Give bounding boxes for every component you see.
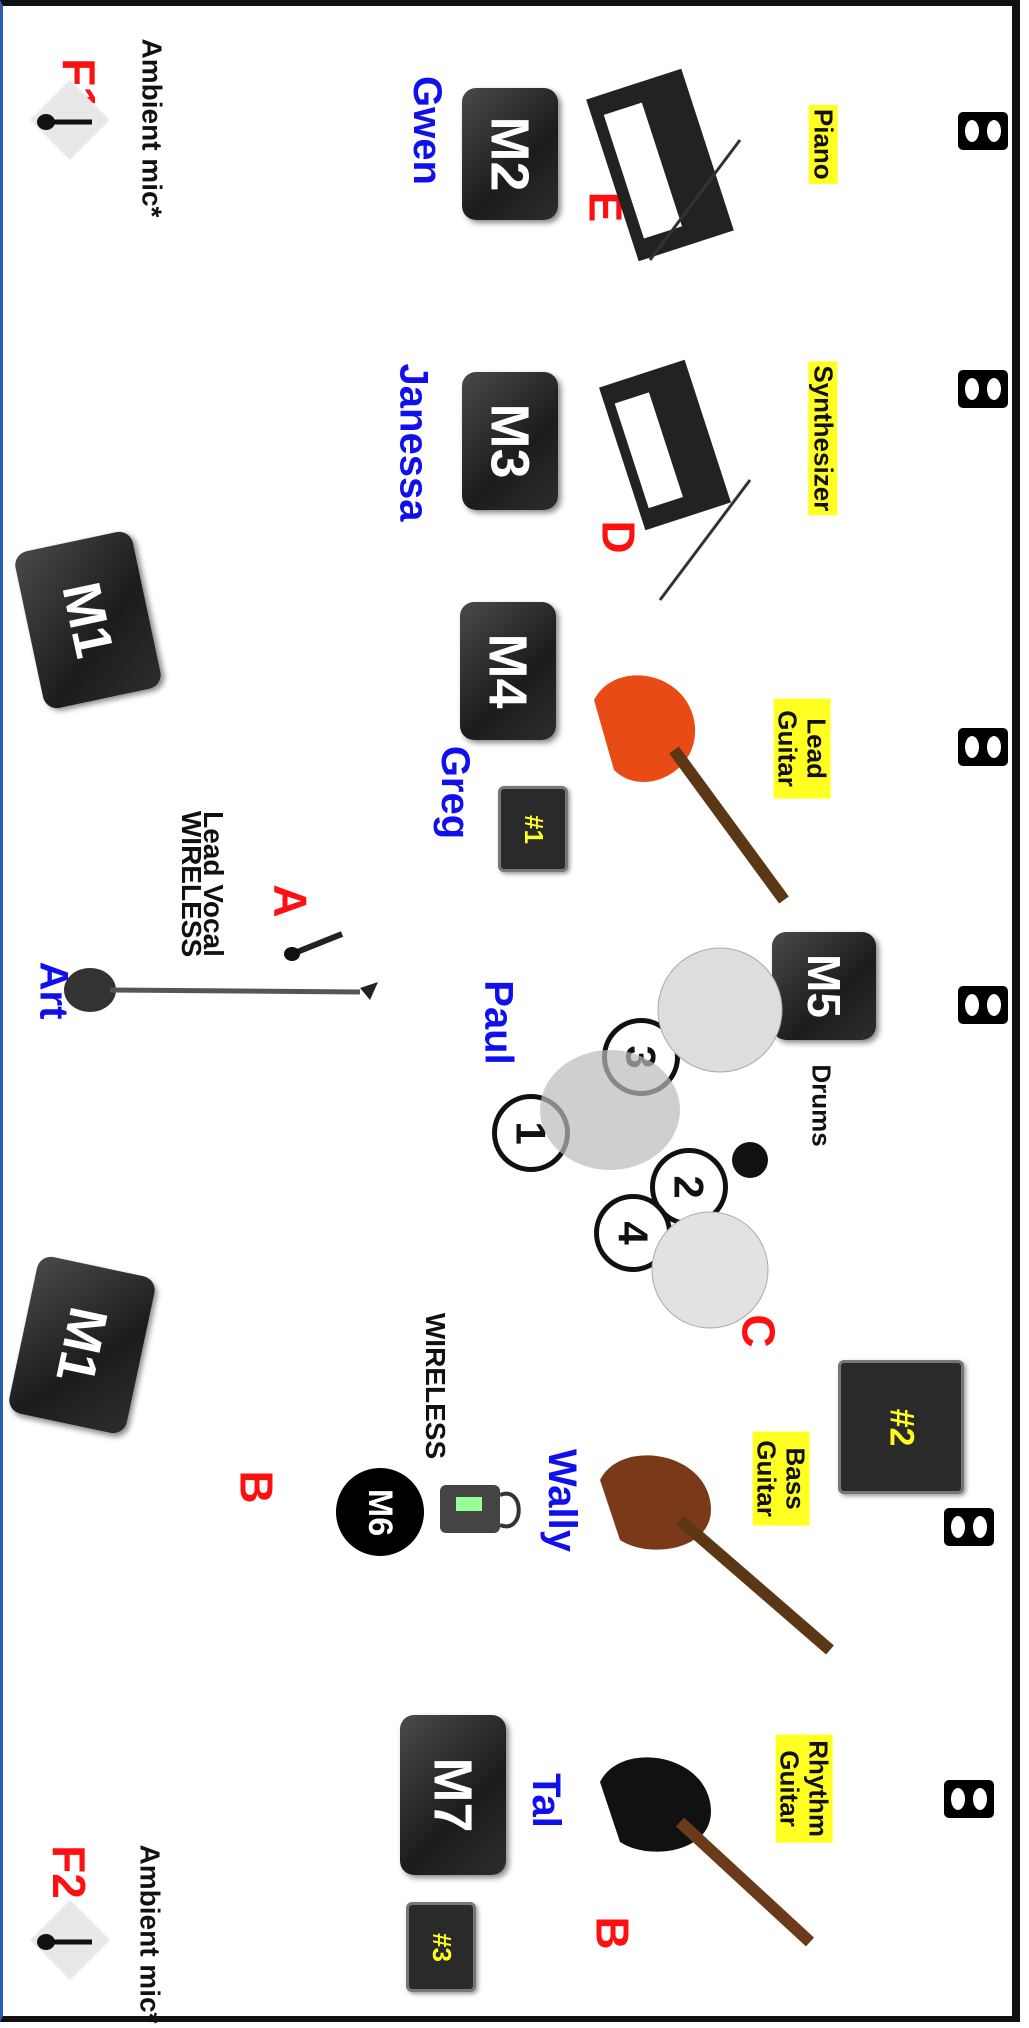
monitor-m3: M3 (462, 372, 558, 510)
instrument-drums: Drums (806, 1064, 837, 1147)
performer-wally: Wally (540, 1449, 584, 1552)
vocal-line2: WIRELESS (176, 810, 208, 958)
power-outlet-icon (958, 986, 1008, 1024)
performer-tal: Tal (523, 1773, 568, 1828)
monitor-m4: M4 (460, 602, 556, 740)
performer-janessa: Janessa (391, 363, 436, 522)
amp-3: #3 (406, 1902, 476, 1992)
performer-greg: Greg (433, 745, 478, 840)
rhythm-guitar-icon (600, 1757, 815, 1947)
amp-1: #1 (498, 786, 568, 872)
power-outlet-icon (958, 370, 1008, 408)
monitor-m7: M7 (400, 1715, 506, 1875)
monitor-m6: M6 (336, 1468, 424, 1556)
power-outlet-icon (944, 1508, 994, 1546)
wireless-pack-icon (440, 1485, 521, 1533)
performer-paul: Paul (476, 980, 521, 1065)
lead-guitar-icon (594, 675, 789, 904)
monitor-m2: M2 (462, 88, 558, 220)
ambient-mic-tag-f2: F2 (42, 1845, 95, 1899)
vocal-mic-icon (284, 931, 344, 961)
power-outlet-icon (958, 112, 1008, 150)
performer-gwen: Gwen (404, 76, 449, 185)
ambient-mic-label-f2: Ambient mic* (134, 1844, 166, 2024)
instrument-piano: Piano (809, 104, 839, 184)
power-outlet-icon (958, 728, 1008, 766)
power-outlet-icon (944, 1780, 994, 1818)
ambient-mic-icon (30, 1900, 110, 1980)
ambient-mic-icon (30, 80, 110, 160)
ambient-mic-label-f1: Ambient mic* (136, 38, 168, 218)
instrument-synth: Synthesizer (808, 361, 838, 516)
channel-b-wireless: B (230, 1470, 283, 1504)
amp-2: #2 (838, 1360, 964, 1494)
vocal-mic-stand (64, 968, 378, 1012)
synthesizer-icon (599, 359, 752, 601)
bass-guitar-icon (600, 1455, 834, 1655)
monitor-m5: M5 (772, 932, 876, 1040)
channel-a: A (264, 884, 317, 918)
piano-icon (586, 68, 742, 262)
drum-kit-icon (540, 947, 783, 1329)
wireless-pack-label: WIRELESS (420, 1312, 452, 1460)
